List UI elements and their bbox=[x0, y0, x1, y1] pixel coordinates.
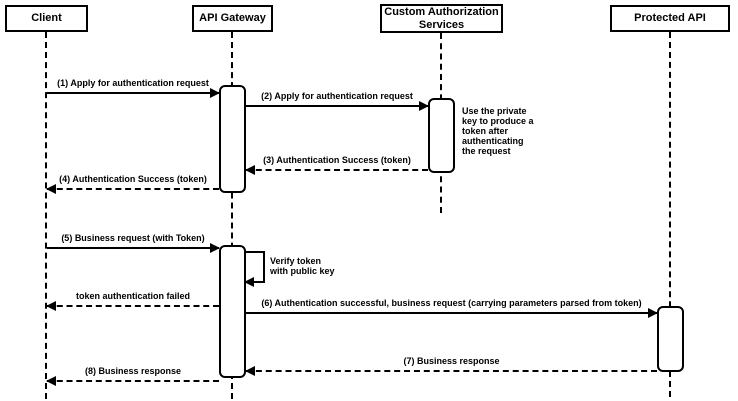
message-5-line bbox=[47, 247, 219, 249]
message-2-line bbox=[246, 105, 428, 107]
activation-custom-authorization-services bbox=[428, 98, 455, 173]
message-8-line bbox=[47, 380, 219, 382]
message-4-line bbox=[47, 188, 219, 190]
arrowhead-left-icon bbox=[46, 301, 56, 311]
message-1-label: (1) Apply for authentication request bbox=[57, 78, 209, 88]
arrowhead-left-icon bbox=[46, 184, 56, 194]
actor-custom-authorization-services: Custom Authorization Services bbox=[380, 4, 503, 33]
arrowhead-right-icon bbox=[648, 308, 658, 318]
actor-custom-authorization-services-label: Custom Authorization Services bbox=[384, 5, 499, 31]
message-5-label: (5) Business request (with Token) bbox=[61, 233, 205, 243]
message-6-line bbox=[246, 312, 657, 314]
actor-protected-api-label: Protected API bbox=[634, 12, 706, 24]
actor-api-gateway-label: API Gateway bbox=[199, 12, 266, 24]
arrowhead-left-icon bbox=[245, 366, 255, 376]
message-6-label: (6) Authentication successful, business … bbox=[261, 298, 642, 308]
message-3-line bbox=[246, 169, 428, 171]
arrowhead-left-icon bbox=[245, 165, 255, 175]
message-3-label: (3) Authentication Success (token) bbox=[263, 155, 411, 165]
arrowhead-right-icon bbox=[210, 243, 220, 253]
actor-client-label: Client bbox=[31, 12, 62, 24]
self-message-verify-token: Verify token with public key bbox=[244, 251, 335, 287]
lifeline-protected-api bbox=[669, 32, 671, 397]
arrowhead-right-icon bbox=[210, 88, 220, 98]
message-7-label: (7) Business response bbox=[403, 356, 500, 366]
activation-api-gateway-business bbox=[219, 245, 246, 378]
activation-protected-api bbox=[657, 306, 684, 372]
activation-api-gateway-auth bbox=[219, 85, 246, 193]
message-token-auth-failed-label: token authentication failed bbox=[75, 291, 190, 301]
lifeline-api-gateway bbox=[231, 32, 233, 399]
note-private-key: Use the private key to produce a token a… bbox=[462, 106, 534, 156]
message-token-auth-failed-line bbox=[47, 305, 219, 307]
actor-client: Client bbox=[5, 5, 88, 32]
arrowhead-left-icon bbox=[244, 277, 254, 287]
message-8-label: (8) Business response bbox=[84, 366, 182, 376]
message-4-label: (4) Authentication Success (token) bbox=[59, 174, 207, 184]
message-2-label: (2) Apply for authentication request bbox=[261, 91, 413, 101]
message-7-line bbox=[246, 370, 657, 372]
actor-api-gateway: API Gateway bbox=[192, 5, 273, 32]
lifeline-client bbox=[45, 32, 47, 399]
arrowhead-left-icon bbox=[46, 376, 56, 386]
self-message-label: Verify token with public key bbox=[270, 256, 335, 276]
actor-protected-api: Protected API bbox=[610, 5, 730, 32]
message-1-line bbox=[47, 92, 219, 94]
arrowhead-right-icon bbox=[419, 101, 429, 111]
